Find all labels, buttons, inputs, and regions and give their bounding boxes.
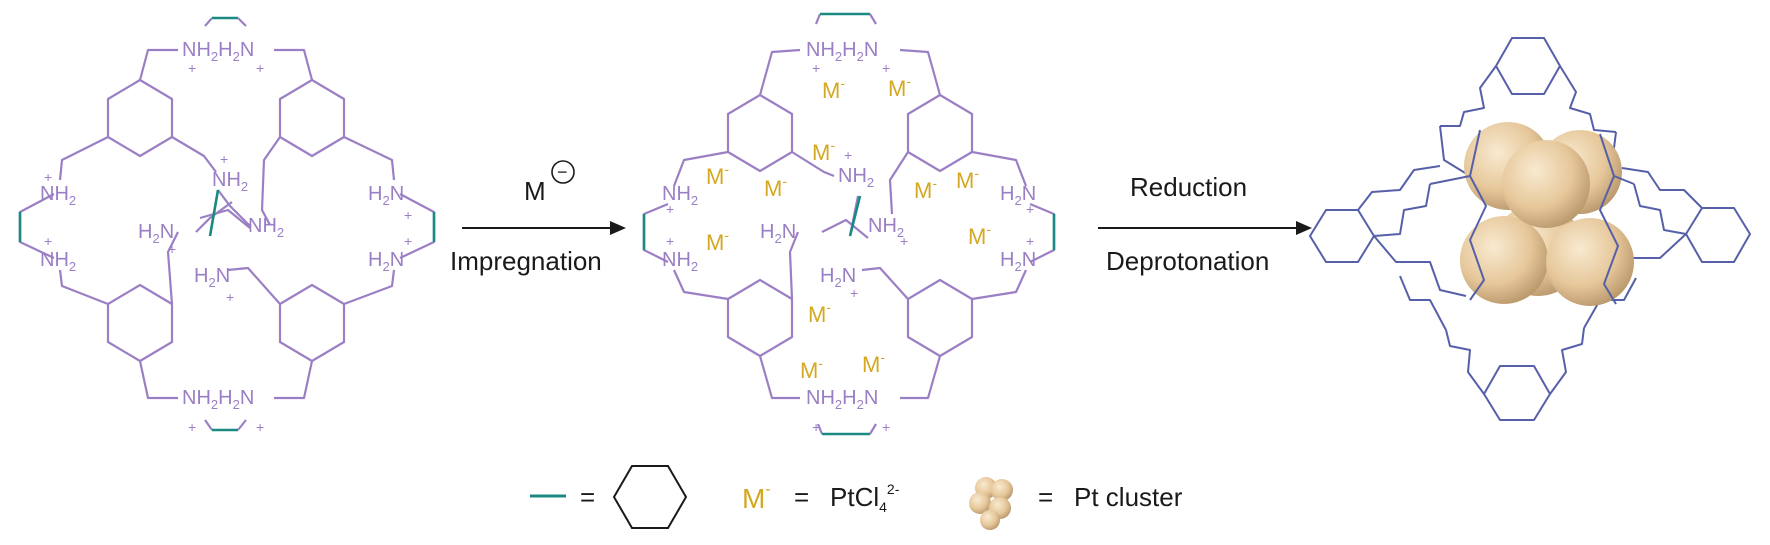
benzene-ring (278, 78, 346, 158)
svg-text:NH2: NH2 (40, 249, 76, 274)
charge-marks-left: + + + + + + + + + + + (44, 60, 412, 435)
pt-atom (1460, 216, 1548, 304)
svg-text:+: + (44, 169, 52, 185)
legend-ptcl4: PtCl42- (830, 481, 900, 515)
svg-text:−: − (557, 162, 568, 182)
hexagon-top (1495, 37, 1561, 95)
charge-marks-middle: + + + + + + + + + + + (666, 60, 1034, 435)
svg-text:NH2: NH2 (662, 249, 698, 274)
anion-label: M- (888, 73, 911, 101)
benzene-ring (106, 78, 174, 158)
svg-text:H2N: H2N (820, 265, 856, 290)
svg-text:NH2: NH2 (248, 215, 284, 240)
arrow-reduction: Reduction Deprotonation (1098, 172, 1312, 276)
svg-text:NH2: NH2 (662, 183, 698, 208)
cyclohexane-linkers-middle (642, 12, 1056, 436)
svg-text:NH2: NH2 (838, 165, 874, 190)
svg-text:+: + (812, 60, 820, 76)
svg-text:=: = (794, 482, 809, 512)
anion-label: M- (706, 227, 729, 255)
wireframe-cage-back (1309, 37, 1751, 421)
svg-text:NH2H2N: NH2H2N (806, 387, 878, 412)
wireframe-cage-front (1429, 129, 1635, 305)
svg-text:+: + (220, 151, 228, 167)
anion-label: M- (822, 75, 845, 103)
benzene-ring (106, 283, 174, 363)
svg-text:+: + (1026, 233, 1034, 249)
svg-text:+: + (226, 289, 234, 305)
svg-text:+: + (900, 233, 908, 249)
svg-text:+: + (882, 419, 890, 435)
pt-atom (1502, 140, 1590, 228)
svg-text:+: + (404, 207, 412, 223)
hexagon-bottom (1483, 365, 1551, 421)
anion-label: M- (800, 355, 823, 383)
anion-label: M- (956, 165, 979, 193)
svg-text:=: = (580, 482, 595, 512)
benzene-ring (906, 278, 974, 358)
amine-labels-left: NH2H2N NH2H2N NH2 NH2 H2N H2N NH2 NH2 H2… (40, 39, 404, 412)
svg-text:+: + (882, 60, 890, 76)
benzene-ring (726, 93, 794, 173)
benzene-ring (906, 93, 974, 173)
anion-label: M- (808, 299, 831, 327)
svg-text:H2N: H2N (368, 183, 404, 208)
benzene-ring (726, 278, 794, 358)
svg-text:+: + (666, 201, 674, 217)
cyclohexane-icon (612, 465, 688, 529)
anion-label: M- (764, 173, 787, 201)
benzene-ring (278, 283, 346, 363)
svg-text:NH2: NH2 (40, 183, 76, 208)
svg-text:+: + (1026, 201, 1034, 217)
svg-text:+: + (256, 419, 264, 435)
anion-label: M- (914, 175, 937, 203)
svg-text:+: + (44, 233, 52, 249)
anion-label: M- (812, 137, 835, 165)
svg-text:H2N: H2N (1000, 249, 1036, 274)
svg-text:+: + (404, 233, 412, 249)
anion-label: M- (706, 161, 729, 189)
arrow1-bottom-label: Impregnation (450, 246, 602, 276)
arrow1-top-label: M (524, 176, 546, 206)
arrow2-bottom-label: Deprotonation (1106, 246, 1269, 276)
hexagon-left (1309, 209, 1375, 263)
pt-cluster (1460, 122, 1634, 306)
svg-text:+: + (666, 233, 674, 249)
svg-text:NH2: NH2 (868, 215, 904, 240)
svg-text:NH2H2N: NH2H2N (182, 39, 254, 64)
svg-text:NH2: NH2 (212, 169, 248, 194)
legend: = M- = PtCl42- = Pt cluster (530, 465, 1183, 530)
svg-text:H2N: H2N (138, 221, 174, 246)
svg-text:=: = (1038, 482, 1053, 512)
svg-text:NH2H2N: NH2H2N (182, 387, 254, 412)
legend-anion-symbol: M- (742, 481, 771, 514)
legend-cluster-label: Pt cluster (1074, 482, 1183, 512)
svg-text:H2N: H2N (1000, 183, 1036, 208)
svg-text:+: + (812, 419, 820, 435)
arrow2-top-label: Reduction (1130, 172, 1247, 202)
pt-atom (1546, 218, 1634, 306)
svg-text:+: + (188, 419, 196, 435)
arrow-impregnation: M − Impregnation (450, 160, 626, 276)
cage-structure-middle (642, 13, 1056, 435)
hexagon-right (1685, 207, 1751, 263)
anion-label: M- (862, 349, 885, 377)
cage-structure-left (18, 17, 436, 431)
svg-text:+: + (168, 241, 176, 257)
amine-labels-middle: NH2H2N NH2H2N NH2 NH2 H2N H2N NH2 NH2 H2… (662, 39, 1036, 412)
pt-cluster-icon (969, 477, 1013, 530)
svg-text:+: + (844, 147, 852, 163)
ptcl4-anions: M- M- M- M- M- M- M- M- M- M- M- M- (706, 73, 991, 383)
svg-text:NH2H2N: NH2H2N (806, 39, 878, 64)
negative-charge-circle (551, 160, 575, 184)
svg-text:H2N: H2N (368, 249, 404, 274)
svg-text:+: + (850, 285, 858, 301)
svg-text:H2N: H2N (760, 221, 796, 246)
cyclohexane-linkers-left (18, 16, 436, 432)
svg-text:H2N: H2N (194, 265, 230, 290)
svg-text:+: + (256, 60, 264, 76)
anion-label: M- (968, 221, 991, 249)
svg-text:+: + (188, 60, 196, 76)
